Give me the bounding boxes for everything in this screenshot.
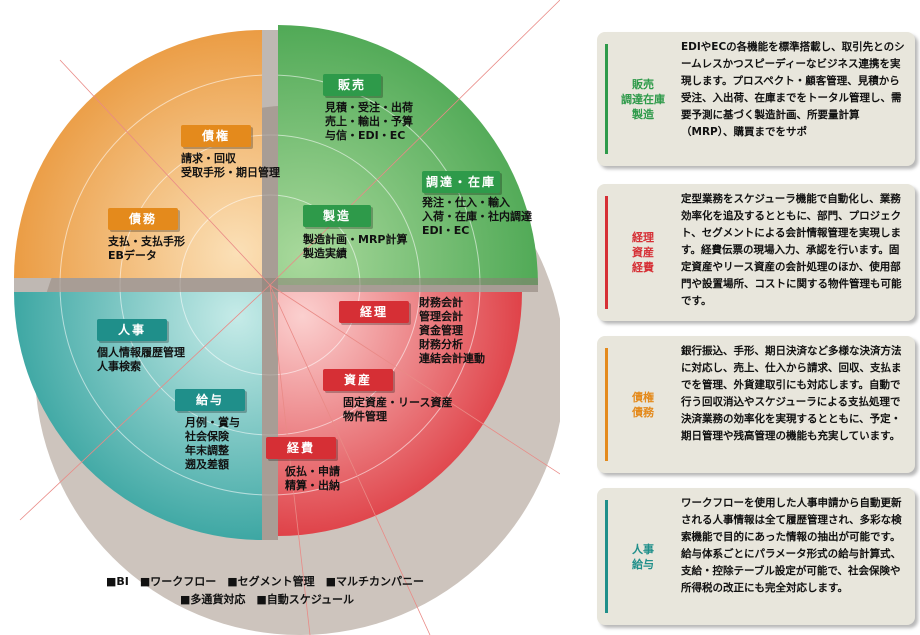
module-wheel-diagram bbox=[14, 0, 560, 635]
tag-expenses: 経費 bbox=[266, 437, 336, 459]
tag-payables: 債務 bbox=[108, 208, 178, 230]
panel-accent-bar bbox=[605, 348, 608, 461]
panel-description: 銀行振込、手形、期日決済など多様な決済方法に対応し、売上、仕入から請求、回収、支… bbox=[681, 345, 902, 442]
panel-category: 経理 資産 経費 bbox=[632, 231, 654, 274]
label-accounting-items: 財務会計 管理会計 資金管理 財務分析 連結会計連動 bbox=[419, 296, 485, 365]
tag-payroll: 給与 bbox=[175, 389, 245, 411]
label-assets-items: 固定資産・リース資産 物件管理 bbox=[343, 396, 453, 423]
tag-procurement: 調達・在庫 bbox=[422, 171, 500, 193]
label-manufacturing-items: 製造計画・MRP計算 製造実績 bbox=[303, 233, 408, 260]
panel-category: 債権 債務 bbox=[632, 390, 654, 419]
panel-description: ワークフローを使用した人事申請から自動更新される人事情報は全て履歴管理され、多彩… bbox=[681, 497, 902, 594]
legend-row-1: ■BI ■ワークフロー ■セグメント管理 ■マルチカンパニー bbox=[106, 575, 425, 588]
panel-category: 販売 調達在庫 製造 bbox=[621, 77, 665, 121]
tag-accounting: 経理 bbox=[339, 301, 409, 323]
panel-accent-bar bbox=[605, 44, 608, 154]
divider-horizontal bbox=[14, 278, 538, 292]
panel-accent-bar bbox=[605, 196, 608, 309]
panel-receivables-payables: 債権 債務 銀行振込、手形、期日決済など多様な決済方法に対応し、売上、仕入から請… bbox=[597, 336, 915, 473]
panel-accounting: 経理 資産 経費 定型業務をスケジューラ機能で自動化し、業務効率化を追及するとと… bbox=[597, 184, 915, 321]
panel-description: EDIやECの各機能を標準搭載し、取引先とのシームレスかつスピーディーなビジネス… bbox=[681, 41, 905, 138]
tag-sales: 販売 bbox=[323, 74, 381, 96]
quadrant-receivables bbox=[14, 30, 262, 278]
label-payables-items: 支払・支払手形 EBデータ bbox=[108, 235, 185, 262]
tag-receivables: 債権 bbox=[181, 125, 251, 147]
quadrant-hr bbox=[14, 292, 262, 540]
tag-hr: 人事 bbox=[97, 319, 167, 341]
panel-sales-production: 販売 調達在庫 製造 EDIやECの各機能を標準搭載し、取引先とのシームレスかつ… bbox=[597, 32, 915, 166]
panel-category: 人事 給与 bbox=[632, 542, 654, 571]
quadrant-accounting bbox=[278, 292, 522, 536]
panel-hr-payroll: 人事 給与 ワークフローを使用した人事申請から自動更新される人事情報は全て履歴管… bbox=[597, 488, 915, 625]
legend-row-2: ■多通貨対応 ■自動スケジュール bbox=[180, 593, 355, 606]
panel-description: 定型業務をスケジューラ機能で自動化し、業務効率化を追及するとともに、部門、プロジ… bbox=[681, 193, 902, 307]
tag-assets: 資産 bbox=[323, 369, 393, 391]
label-expenses-items: 仮払・申請 精算・出納 bbox=[285, 465, 340, 492]
label-procurement-items: 発注・仕入・輸入 入荷・在庫・社内調達 EDI・EC bbox=[422, 196, 532, 237]
label-sales-items: 見積・受注・出荷 売上・輸出・予算 与信・EDI・EC bbox=[325, 101, 413, 142]
label-hr-items: 個人情報履歴管理 人事検索 bbox=[97, 346, 185, 373]
label-receivables-items: 請求・回収 受取手形・期日管理 bbox=[181, 152, 280, 179]
label-payroll-items: 月例・賞与 社会保険 年末調整 遡及差額 bbox=[185, 416, 240, 471]
tag-manufacturing: 製造 bbox=[303, 205, 371, 227]
panel-accent-bar bbox=[605, 500, 608, 613]
